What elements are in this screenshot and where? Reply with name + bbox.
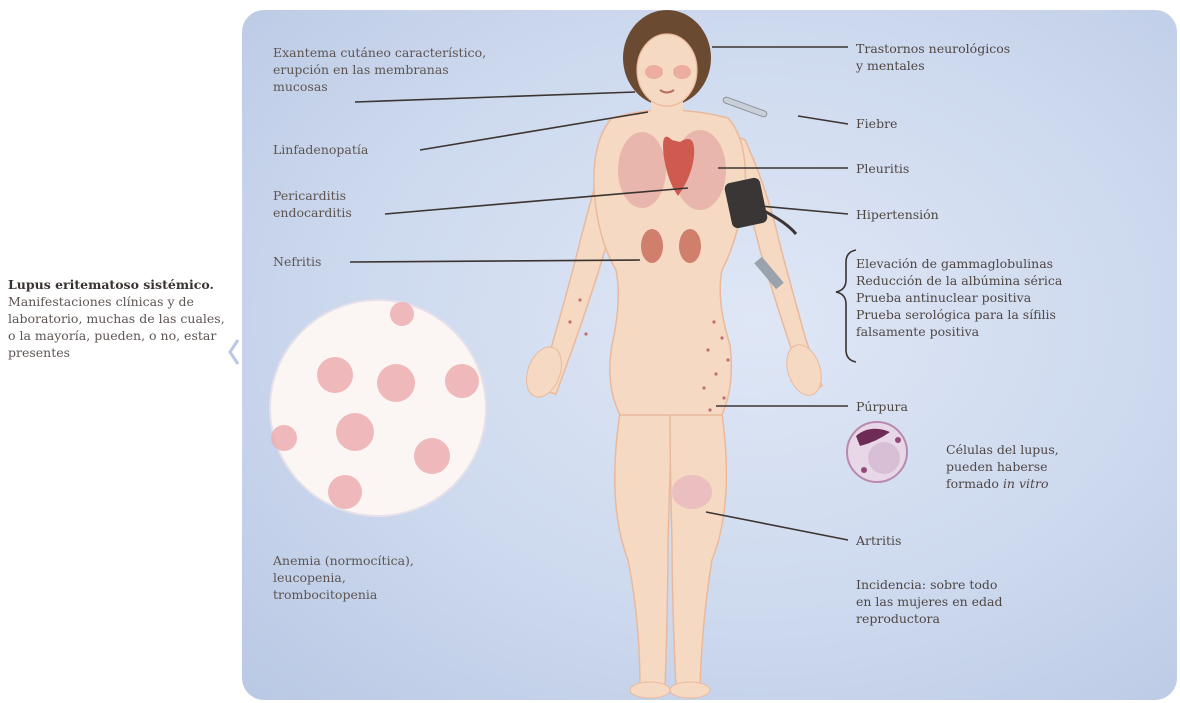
lab-finding: Prueba antinuclear positiva	[856, 289, 1062, 306]
blood-cell	[271, 425, 297, 451]
body-figure	[520, 10, 827, 698]
lab-finding: falsamente positiva	[856, 323, 1062, 340]
lupus-cell-illustration	[847, 422, 907, 482]
blood-cell	[377, 364, 415, 402]
label-incidencia: Incidencia: sobre todo en las mujeres en…	[856, 576, 1002, 627]
blood-smear-illustration	[270, 300, 486, 516]
celulas-italic: in vitro	[1003, 476, 1049, 491]
label-purpura: Púrpura	[856, 398, 908, 415]
kidney-left	[641, 229, 663, 263]
label-hipertension: Hipertensión	[856, 206, 939, 223]
blood-cell	[328, 475, 362, 509]
label-trastornos: Trastornos neurológicos y mentales	[856, 40, 1010, 74]
blood-cell	[390, 302, 414, 326]
blood-cell	[336, 413, 374, 451]
label-nefritis: Nefritis	[273, 253, 321, 270]
label-anemia: Anemia (normocítica), leucopenia, trombo…	[273, 552, 414, 603]
blood-cell	[445, 364, 479, 398]
blood-cell	[414, 438, 450, 474]
lab-finding: Prueba serológica para la sífilis	[856, 306, 1062, 323]
lab-findings-list: Elevación de gammaglobulinas Reducción d…	[856, 255, 1062, 340]
lab-finding: Elevación de gammaglobulinas	[856, 255, 1062, 272]
label-pleuritis: Pleuritis	[856, 160, 909, 177]
blood-cell	[317, 357, 353, 393]
label-pericarditis: Pericarditis endocarditis	[273, 187, 352, 221]
knee-swelling	[672, 475, 712, 509]
label-exantema: Exantema cutáneo característico, erupció…	[273, 44, 486, 95]
label-linfadenopatia: Linfadenopatía	[273, 141, 368, 158]
label-fiebre: Fiebre	[856, 115, 897, 132]
thermometer-icon	[722, 96, 767, 117]
lung-left	[618, 132, 666, 208]
lab-finding: Reducción de la albúmina sérica	[856, 272, 1062, 289]
caption-bracket	[230, 340, 238, 364]
label-celulas-lupus: Células del lupus, pueden haberse formad…	[946, 441, 1059, 492]
kidney-right	[679, 229, 701, 263]
label-artritis: Artritis	[856, 532, 901, 549]
